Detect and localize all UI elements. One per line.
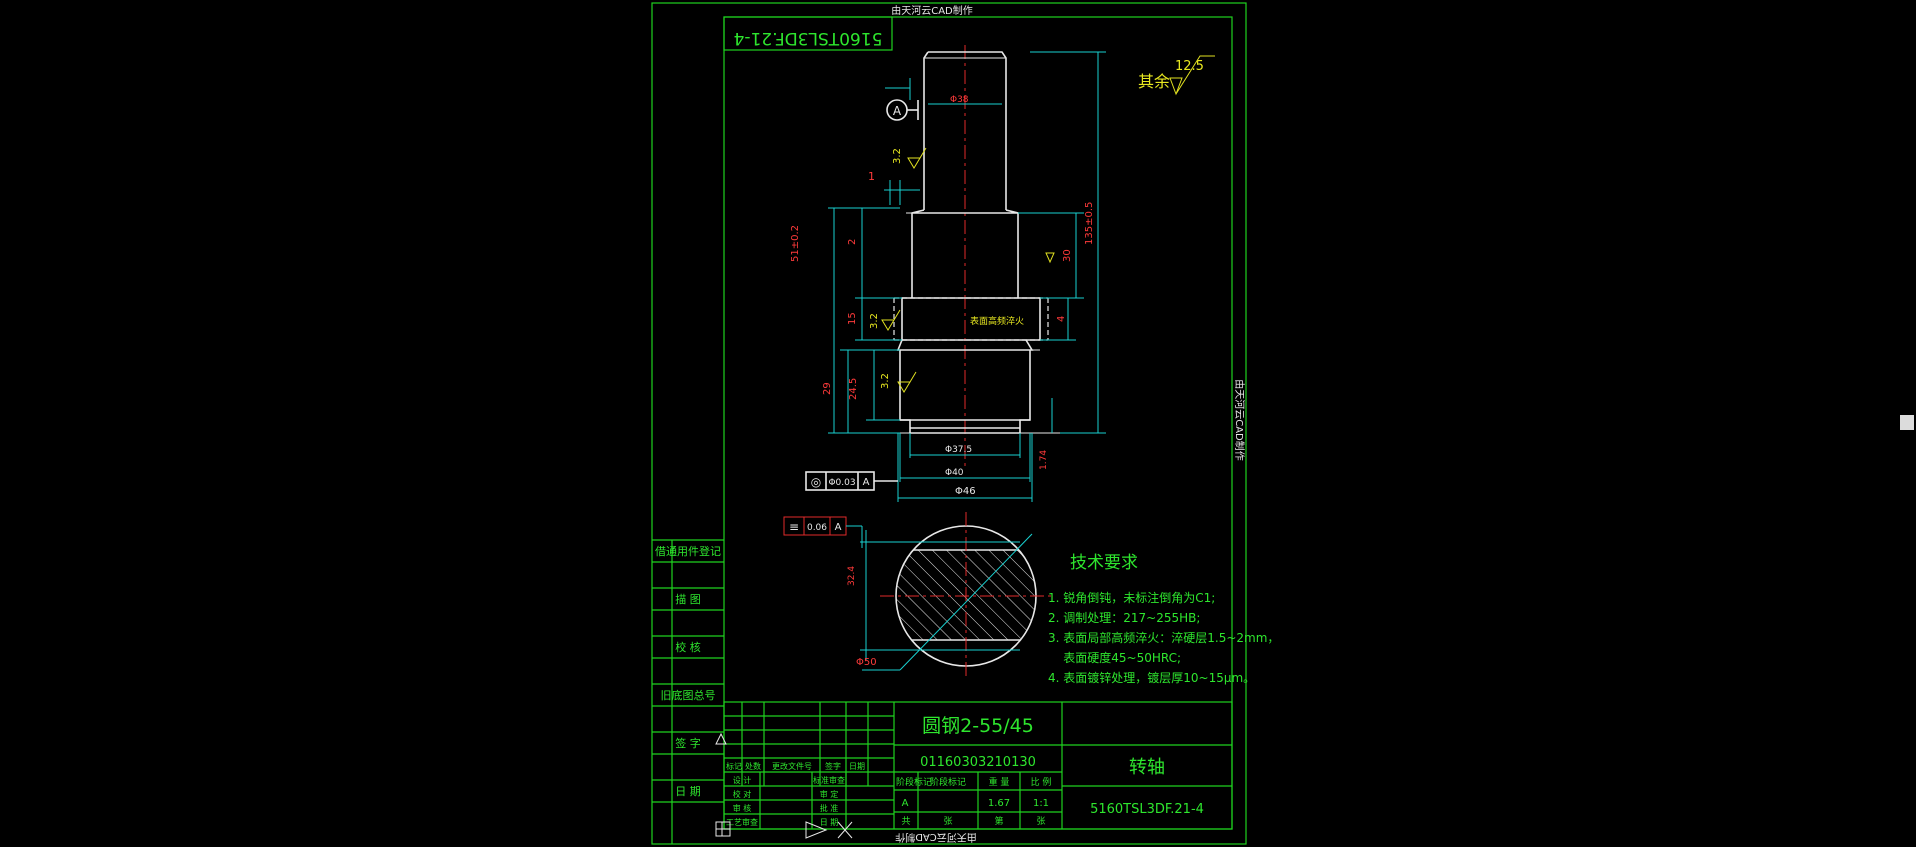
roughness-symbol-1 — [907, 147, 927, 169]
dim-len-32-4: 32.4 — [847, 566, 857, 586]
watermark-bottom: 由天河云CAD制作 — [895, 831, 977, 844]
approver-date: 日 期 — [820, 818, 839, 827]
dim-dia-40: Φ40 — [945, 468, 964, 478]
svg-text:Φ0.03: Φ0.03 — [828, 478, 855, 488]
dim-len-135: 135±0.5 — [1084, 202, 1095, 245]
dim-len-15: 15 — [847, 312, 858, 325]
dim-len-51: 51±0.2 — [790, 225, 801, 262]
dim-len-29: 29 — [822, 382, 833, 395]
signer-process: 工艺审查 — [726, 817, 758, 827]
dim-dia-37-5: Φ37.5 — [945, 445, 972, 455]
sheet-label: 张 — [943, 816, 952, 827]
symmetry-icon: ≡ — [789, 520, 799, 534]
page-label: 第 — [994, 815, 1003, 827]
dim-len-30: 30 — [1062, 249, 1073, 262]
tech-req-item-5: 4. 表面镀锌处理，镀层厚10~15μm。 — [1048, 671, 1255, 685]
tech-req-item-1: 1. 锐角倒钝，未标注倒角为C1; — [1048, 590, 1215, 605]
tech-req-item-3: 3. 表面局部高频淬火：淬硬层1.5~2mm， — [1048, 630, 1279, 645]
roughness-symbol-rest — [1169, 55, 1215, 96]
rev-header-mark: 标记 — [726, 761, 742, 771]
left-col-label-2: 描 图 — [675, 592, 701, 606]
right-dimensions — [1018, 51, 1106, 434]
stage-label-2: 阶段标记 — [930, 776, 966, 788]
left-col-label-3: 校 核 — [675, 640, 701, 654]
part-code-box — [723, 16, 893, 51]
material-text: 圆钢2-55/45 — [922, 715, 1034, 737]
svg-text:A: A — [835, 522, 842, 533]
roughness-value-1: 3.2 — [892, 148, 903, 164]
rev-header-file: 更改文件号 — [772, 761, 812, 771]
roughness-symbol-3 — [897, 371, 917, 393]
section-view — [860, 512, 1052, 680]
scrollbar-thumb[interactable] — [1900, 415, 1914, 430]
svg-text:0.06: 0.06 — [807, 523, 827, 533]
signer-design: 设 计 — [733, 775, 752, 785]
approver-approve: 批 准 — [820, 803, 839, 813]
dim-len-1-74: 1.74 — [1039, 450, 1049, 470]
left-col-label-5: 签 字 — [675, 736, 701, 750]
left-col-label-4: 旧底图总号 — [661, 688, 716, 702]
surface-rest-label: 其余 — [1138, 72, 1170, 91]
watermark-side: 由天河云CAD制作 — [1233, 379, 1246, 461]
dim-len-1: 1 — [868, 170, 875, 183]
tech-req-item-4: 表面硬度45~50HRC; — [1048, 650, 1181, 665]
dim-len-4: 4 — [1056, 316, 1067, 322]
tolerance-frame-concentricity: ◎ Φ0.03 A — [805, 471, 898, 491]
tolerance-frame-symmetry: ≡ 0.06 A — [783, 516, 863, 548]
bottom-dia-dimensions — [897, 433, 1033, 502]
stage-label: 阶段标记 — [896, 776, 932, 788]
part-code-box-text: 5160TSL3DF.21-4 — [734, 28, 883, 48]
surface-rest-value: 12.5 — [1175, 59, 1204, 74]
roughness-value-3: 3.2 — [880, 373, 891, 389]
drawing-number: 01160303210130 — [920, 755, 1036, 770]
concentricity-icon: ◎ — [811, 475, 821, 489]
corner-marker-icon — [715, 821, 731, 837]
roughness-symbol-2 — [881, 309, 901, 331]
tech-req-item-2: 2. 调制处理：217~255HB; — [1048, 611, 1200, 625]
left-dimensions — [828, 78, 920, 434]
tech-req-title: 技术要求 — [1070, 553, 1138, 573]
part-name: 转轴 — [1129, 757, 1165, 778]
dim-len-24-5: 24.5 — [848, 378, 859, 400]
rev-header-sign: 签字 — [825, 761, 841, 771]
stage-value: A — [902, 798, 909, 809]
approver-final: 审 定 — [820, 789, 839, 799]
left-col-label-6: 日 期 — [675, 785, 701, 798]
title-block-grid — [723, 701, 1233, 830]
rev-header-count: 处数 — [745, 761, 761, 771]
dim-dia-46: Φ46 — [955, 486, 976, 497]
total-label: 共 — [901, 816, 910, 827]
dim-dia-38: Φ38 — [950, 95, 969, 105]
weight-label: 重 量 — [989, 776, 1010, 788]
part-code: 5160TSL3DF.21-4 — [1090, 802, 1204, 817]
svg-text:A: A — [863, 477, 870, 488]
outer-frame — [651, 2, 1247, 845]
approver-standard: 标准审查 — [813, 775, 845, 785]
inner-frame — [723, 16, 1233, 830]
datum-a-label: A — [893, 104, 902, 118]
left-column-table — [652, 539, 724, 844]
watermark-top: 由天河云CAD制作 — [891, 4, 973, 17]
triangle-marker-icon — [715, 732, 727, 745]
scale-value: 1:1 — [1033, 798, 1049, 809]
projection-symbol-icon — [805, 821, 853, 839]
signer-review: 审 核 — [733, 803, 752, 813]
roughness-value-2: 3.2 — [869, 313, 880, 329]
quench-note: 表面高频淬火 — [970, 315, 1024, 327]
sheet-label-2: 张 — [1036, 816, 1045, 827]
signer-check: 校 对 — [733, 789, 752, 799]
dim-dia-50: Φ50 — [856, 657, 877, 668]
weight-value: 1.67 — [988, 798, 1010, 809]
scale-label: 比 例 — [1031, 776, 1052, 788]
dim-len-2: 2 — [847, 239, 858, 245]
left-col-label-1: 借通用件登记 — [655, 544, 721, 558]
rev-header-date: 日期 — [849, 762, 865, 771]
